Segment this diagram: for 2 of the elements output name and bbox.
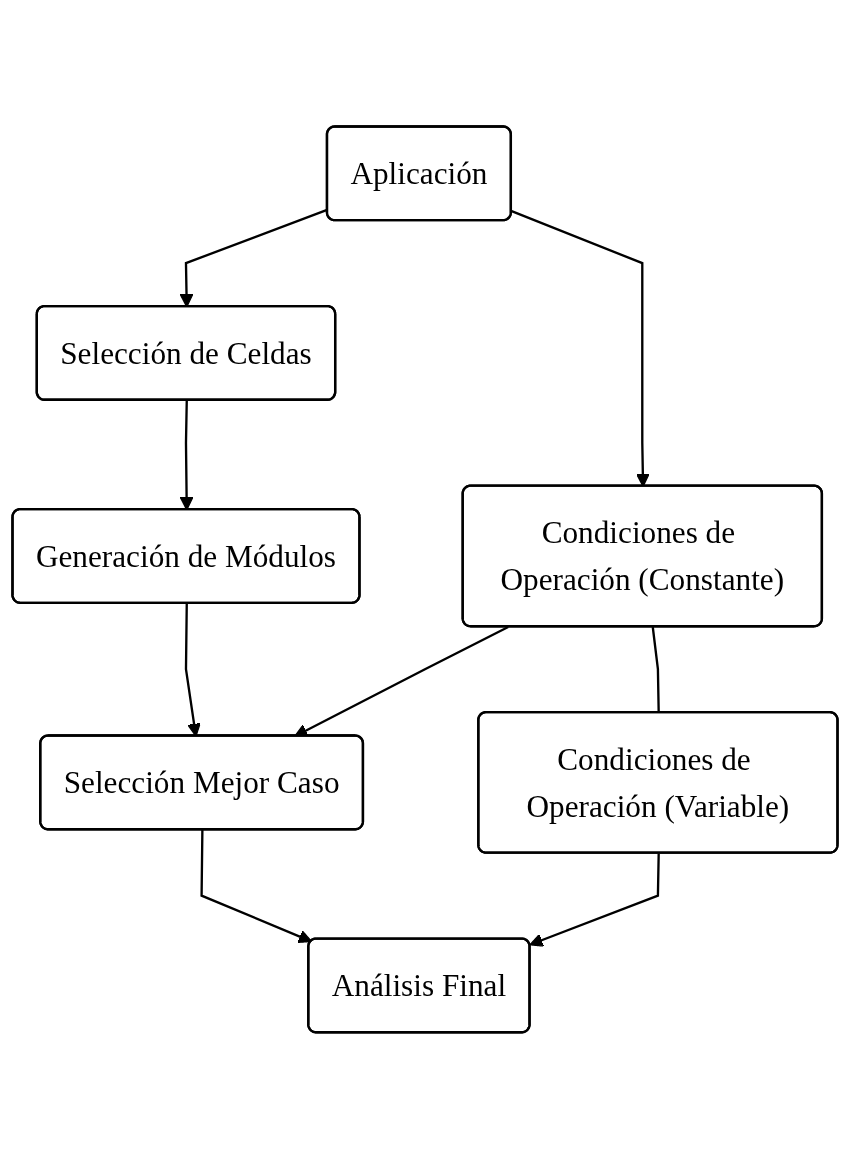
- arrow: [200, 830, 313, 944]
- arrow: [529, 853, 660, 947]
